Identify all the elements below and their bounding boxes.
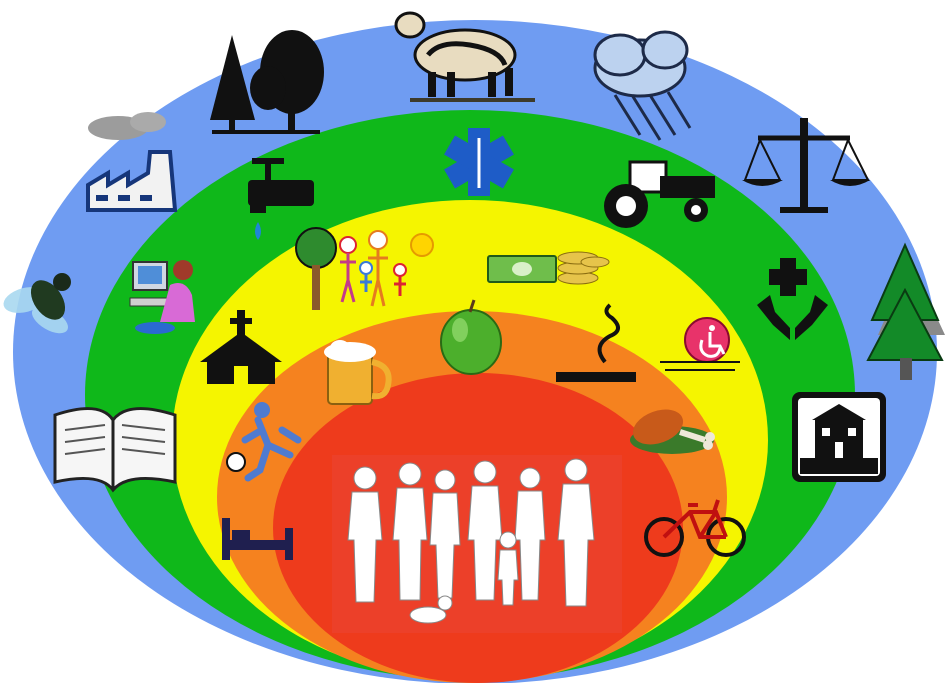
church-icon — [200, 310, 282, 384]
fly-icon — [3, 273, 71, 334]
chicken-leg-icon — [630, 409, 715, 454]
beer-mug-icon — [324, 340, 392, 405]
people-silhouettes-icon — [332, 455, 622, 633]
pine-tree-icon — [866, 242, 945, 380]
family-drawing-icon — [295, 227, 434, 310]
water-tap-icon — [248, 158, 314, 240]
wheelchair-icon — [660, 317, 740, 371]
money-icon — [487, 251, 610, 285]
football-player-icon — [226, 402, 302, 482]
rain-cloud-icon — [593, 30, 692, 141]
bed-icon — [222, 518, 293, 560]
open-book-icon — [53, 407, 177, 493]
house-icon — [792, 392, 886, 482]
tractor-icon — [604, 160, 715, 228]
bicycle-icon — [644, 499, 746, 557]
computer-worker-icon — [129, 260, 195, 334]
medical-star-icon — [444, 128, 514, 196]
factory-icon — [86, 112, 178, 212]
health-care-hands-icon — [757, 258, 828, 340]
cigarette-icon — [556, 303, 636, 382]
forest-icon — [210, 30, 324, 134]
green-apple-icon — [440, 299, 502, 375]
scales-icon — [742, 118, 870, 213]
cow-icon — [394, 11, 535, 102]
